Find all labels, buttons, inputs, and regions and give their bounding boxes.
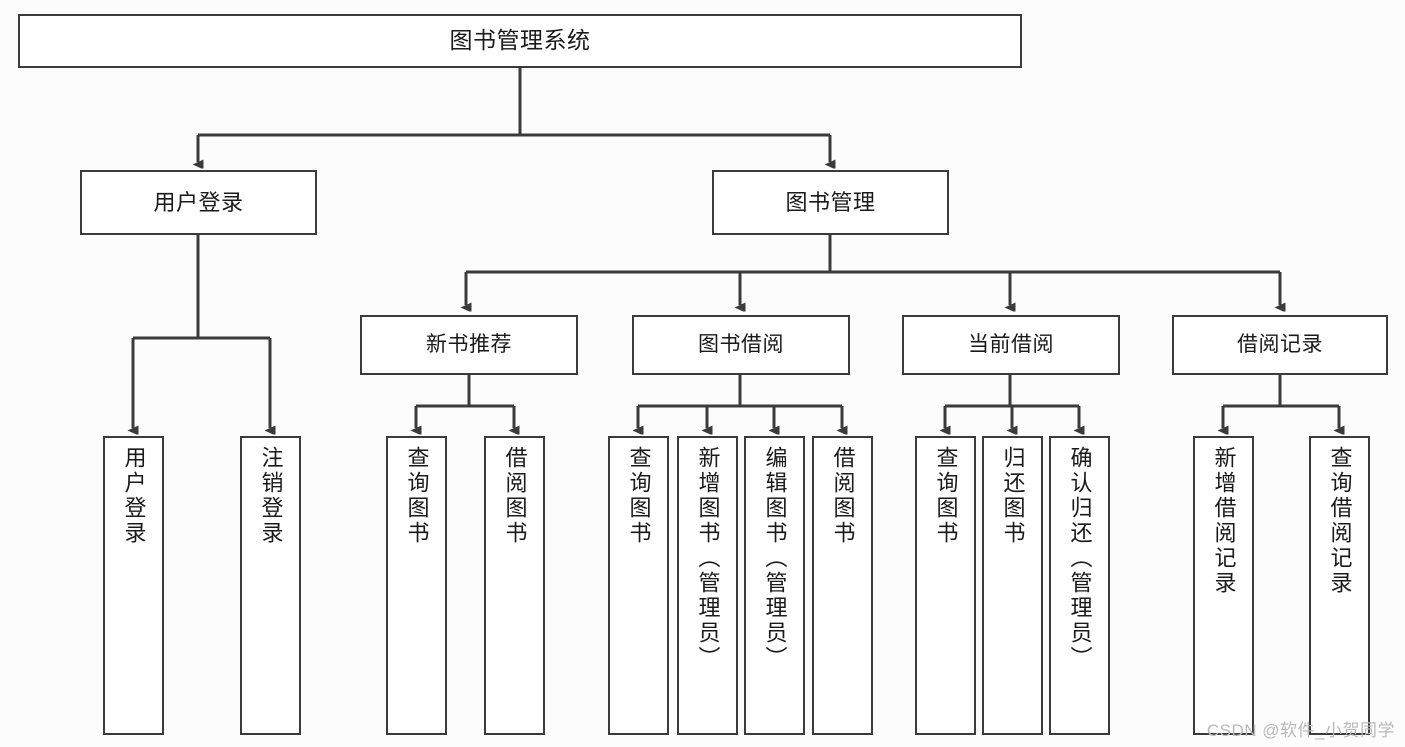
leaf-current-borrow-query[interactable]: 查询图书: [915, 436, 976, 735]
node-root-system[interactable]: 图书管理系统: [18, 14, 1022, 68]
node-label: 图书管理: [785, 189, 876, 215]
node-label: 新增图书（管理员）: [695, 446, 721, 671]
node-borrow-record[interactable]: 借阅记录: [1172, 315, 1388, 375]
node-book-management[interactable]: 图书管理: [712, 170, 949, 235]
leaf-user-login-login[interactable]: 用户登录: [103, 436, 164, 735]
leaf-user-login-logout[interactable]: 注销登录: [240, 436, 301, 735]
node-label: 查询借阅记录: [1327, 446, 1353, 596]
node-label: 归还图书: [1000, 446, 1026, 546]
node-label: 查询图书: [404, 446, 430, 546]
node-current-borrow[interactable]: 当前借阅: [902, 315, 1120, 375]
node-label: 用户登录: [121, 446, 147, 546]
node-label: 查询图书: [626, 446, 652, 546]
node-label: 确认归还（管理员）: [1067, 446, 1093, 671]
leaf-book-borrow-query[interactable]: 查询图书: [608, 436, 669, 735]
leaf-current-borrow-return[interactable]: 归还图书: [982, 436, 1043, 735]
leaf-book-borrow-add[interactable]: 新增图书（管理员）: [677, 436, 738, 735]
node-label: 当前借阅: [968, 332, 1054, 356]
node-label: 用户登录: [153, 189, 244, 215]
node-label: 新增借阅记录: [1211, 446, 1237, 596]
node-label: 注销登录: [258, 446, 284, 546]
node-label: 编辑图书（管理员）: [762, 446, 788, 671]
node-label: 借阅图书: [502, 446, 528, 546]
leaf-book-borrow-edit[interactable]: 编辑图书（管理员）: [744, 436, 805, 735]
node-label: 图书借阅: [698, 332, 784, 356]
leaf-current-borrow-confirm-return[interactable]: 确认归还（管理员）: [1049, 436, 1110, 735]
node-label: 借阅记录: [1237, 332, 1323, 356]
node-label: 新书推荐: [426, 332, 512, 356]
node-user-login[interactable]: 用户登录: [80, 170, 317, 235]
node-new-book-recommend[interactable]: 新书推荐: [360, 315, 578, 375]
leaf-new-book-borrow[interactable]: 借阅图书: [484, 436, 545, 735]
node-label: 查询图书: [933, 446, 959, 546]
leaf-new-book-query[interactable]: 查询图书: [386, 436, 447, 735]
watermark-text: CSDN @软件_小贺同学: [1206, 721, 1395, 740]
node-label: 借阅图书: [830, 446, 856, 546]
node-book-borrow[interactable]: 图书借阅: [632, 315, 850, 375]
node-label: 图书管理系统: [449, 27, 591, 54]
leaf-book-borrow-borrow[interactable]: 借阅图书: [812, 436, 873, 735]
leaf-borrow-record-add[interactable]: 新增借阅记录: [1193, 436, 1254, 735]
leaf-borrow-record-query[interactable]: 查询借阅记录: [1309, 436, 1370, 735]
